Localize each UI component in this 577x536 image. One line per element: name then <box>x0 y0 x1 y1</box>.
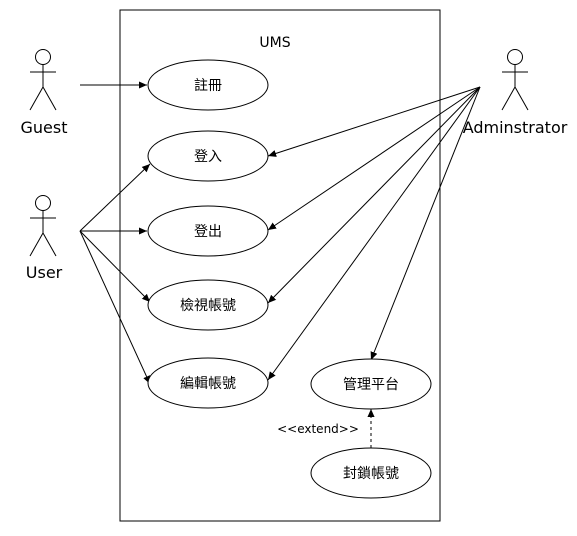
use-case-block-account[interactable]: 封鎖帳號 <box>310 447 432 499</box>
assoc-user-edit <box>79 230 151 385</box>
assoc-admin-edit <box>267 86 481 381</box>
use-case-admin-panel-label: 管理平台 <box>343 377 399 393</box>
actor-user[interactable]: User <box>26 195 63 283</box>
use-case-logout[interactable]: 登出 <box>147 205 269 257</box>
use-case-edit-account[interactable]: 編輯帳號 <box>147 357 269 409</box>
assoc-admin-login <box>267 86 481 157</box>
use-case-view-account-label: 檢視帳號 <box>180 297 236 314</box>
assoc-admin-panel <box>370 86 481 361</box>
assoc-user-view <box>79 230 151 303</box>
use-case-view-account[interactable]: 檢視帳號 <box>147 279 269 331</box>
stick-figure-icon <box>29 195 57 257</box>
stick-figure-icon <box>29 49 57 111</box>
use-case-login-label: 登入 <box>194 149 222 165</box>
actor-admin[interactable]: Adminstrator <box>463 49 568 138</box>
actor-guest-label: Guest <box>21 118 68 137</box>
use-case-login[interactable]: 登入 <box>147 130 269 182</box>
system-title: UMS <box>259 35 290 51</box>
use-case-block-account-label: 封鎖帳號 <box>343 466 399 482</box>
assoc-admin-view <box>267 86 481 304</box>
use-case-edit-account-label: 編輯帳號 <box>180 376 236 392</box>
use-case-register[interactable]: 註冊 <box>147 59 269 111</box>
assoc-user-login <box>79 163 151 232</box>
extend-label: <<extend>> <box>277 422 359 436</box>
stick-figure-icon <box>501 49 529 111</box>
use-case-register-label: 註冊 <box>194 78 222 94</box>
actor-user-label: User <box>26 263 63 282</box>
use-case-logout-label: 登出 <box>194 224 222 240</box>
assoc-admin-logout <box>267 86 481 231</box>
actor-guest[interactable]: Guest <box>21 49 68 138</box>
use-case-admin-panel[interactable]: 管理平台 <box>310 358 432 410</box>
actor-admin-label: Adminstrator <box>463 118 568 137</box>
